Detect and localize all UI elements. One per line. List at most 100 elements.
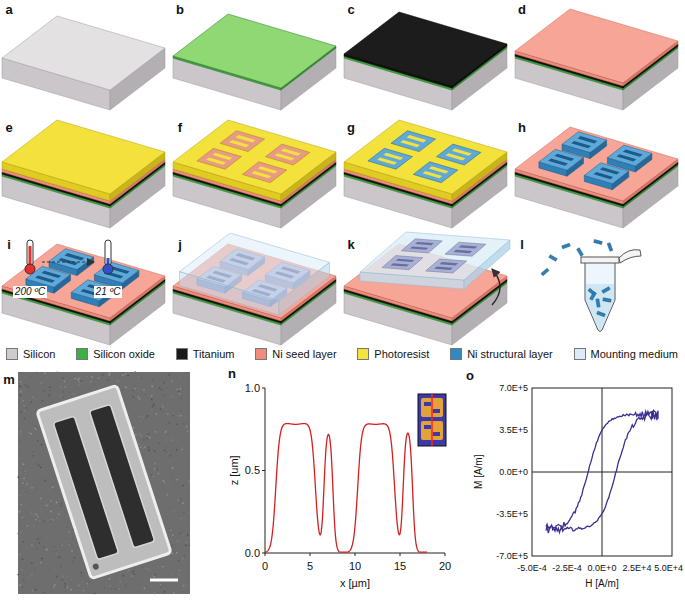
mold-hole bbox=[391, 131, 436, 152]
sem-noise bbox=[91, 376, 93, 378]
sem-noise bbox=[43, 390, 45, 392]
sem-noise bbox=[171, 574, 173, 576]
sem-noise bbox=[138, 433, 140, 435]
sem-noise bbox=[176, 423, 178, 425]
panel-letter: o bbox=[466, 369, 474, 384]
sem-noise bbox=[94, 383, 96, 385]
sem-noise bbox=[17, 574, 19, 576]
process-step bbox=[173, 14, 336, 110]
particle-slot bbox=[89, 404, 154, 548]
sem-noise bbox=[83, 590, 85, 592]
wafer-layer bbox=[344, 12, 507, 86]
released-structure bbox=[577, 248, 584, 256]
sem-noise bbox=[30, 381, 32, 383]
panel-letter: g bbox=[347, 121, 355, 136]
sem-noise bbox=[61, 584, 63, 586]
sem-noise bbox=[188, 481, 190, 483]
sem-noise bbox=[139, 420, 141, 422]
released-structure bbox=[590, 292, 597, 300]
sem-noise bbox=[31, 487, 33, 489]
panel-letter: n bbox=[228, 367, 236, 382]
resist-island bbox=[258, 166, 278, 173]
sem-noise bbox=[148, 437, 150, 439]
sem-noise bbox=[33, 568, 35, 570]
sem-noise bbox=[30, 433, 32, 435]
sem-noise bbox=[125, 386, 127, 388]
sem-noise bbox=[183, 585, 185, 587]
sem-noise bbox=[64, 586, 66, 588]
structure-slot bbox=[35, 276, 55, 283]
sem-noise bbox=[31, 544, 33, 546]
sem-noise bbox=[109, 578, 111, 580]
legend-swatch bbox=[176, 348, 188, 360]
sem-noise bbox=[132, 390, 134, 392]
sem-noise bbox=[33, 513, 35, 515]
sem-noise bbox=[80, 380, 82, 382]
sem-noise bbox=[171, 439, 173, 441]
tick-mark bbox=[262, 388, 265, 389]
sem-noise bbox=[111, 586, 113, 588]
sem-noise bbox=[134, 371, 136, 373]
sem-noise bbox=[172, 548, 174, 550]
sem-noise bbox=[171, 545, 173, 547]
sem-noise bbox=[179, 393, 181, 395]
sem-noise bbox=[62, 575, 64, 577]
structure-slot bbox=[396, 259, 415, 262]
sem-noise bbox=[44, 390, 46, 392]
inset-slot bbox=[433, 409, 440, 413]
sem-noise bbox=[183, 423, 185, 425]
sem-noise bbox=[165, 452, 167, 454]
sem-noise bbox=[50, 500, 52, 502]
sem-noise bbox=[36, 398, 38, 400]
structure-slot bbox=[439, 262, 458, 265]
sem-noise bbox=[32, 455, 34, 457]
legend-label: Ni seed layer bbox=[272, 348, 336, 360]
tick-label: 7.0E+5 bbox=[499, 383, 528, 393]
sem-noise bbox=[23, 490, 25, 492]
legend-swatch bbox=[574, 348, 586, 360]
sem-noise bbox=[164, 449, 166, 451]
sem-noise bbox=[76, 573, 78, 575]
sem-noise bbox=[173, 510, 175, 512]
sem-noise bbox=[167, 413, 169, 415]
sem-noise bbox=[62, 396, 64, 398]
sem-noise bbox=[52, 519, 54, 521]
tick-label: -7.0E+5 bbox=[496, 551, 528, 561]
sem-noise bbox=[36, 548, 38, 550]
sem-noise bbox=[165, 423, 167, 425]
sem-noise bbox=[148, 447, 150, 449]
sem-noise bbox=[70, 589, 72, 591]
mold-hole bbox=[242, 162, 286, 183]
sem-noise bbox=[147, 437, 149, 439]
process-step bbox=[344, 120, 507, 228]
sem-noise bbox=[138, 415, 140, 417]
sem-noise bbox=[23, 564, 25, 566]
sem-noise bbox=[172, 487, 174, 489]
sem-noise bbox=[172, 501, 174, 503]
sem-noise bbox=[159, 507, 161, 509]
structure-slot bbox=[65, 253, 85, 260]
sem-noise bbox=[72, 561, 74, 563]
sem-noise bbox=[178, 391, 180, 393]
sem-noise bbox=[177, 540, 179, 542]
sem-image bbox=[17, 371, 190, 594]
wafer-layer bbox=[515, 9, 678, 83]
sem-noise bbox=[154, 468, 156, 470]
sem-background bbox=[18, 372, 190, 594]
sem-noise bbox=[147, 415, 149, 417]
sem-noise bbox=[37, 439, 39, 441]
process-step bbox=[173, 233, 336, 345]
tube-liquid bbox=[586, 284, 614, 330]
sem-noise bbox=[58, 556, 60, 558]
mold-hole bbox=[197, 148, 242, 169]
sem-noise bbox=[20, 431, 22, 433]
sem-noise bbox=[180, 533, 182, 535]
legend-item: Ni structural layer bbox=[450, 348, 553, 360]
structure-slot bbox=[617, 154, 637, 161]
tick-mark bbox=[355, 553, 356, 556]
tick-mark bbox=[445, 553, 446, 556]
sem-noise bbox=[142, 416, 144, 418]
sem-noise bbox=[162, 396, 164, 398]
sem-noise bbox=[176, 388, 178, 390]
released-structure bbox=[549, 255, 557, 262]
